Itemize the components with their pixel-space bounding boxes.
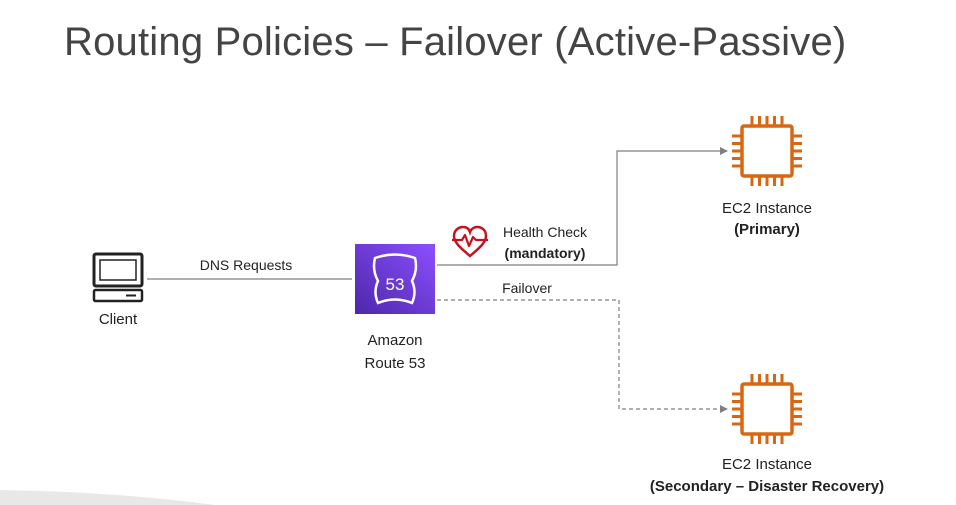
client-label: Client <box>98 311 138 328</box>
failover-connector <box>437 299 728 413</box>
route53-shield-icon: 53 <box>355 244 435 314</box>
primary-instance-role: (Primary) <box>734 221 800 238</box>
route53-label-line2: Route 53 <box>364 355 426 372</box>
dns-requests-label: DNS Requests <box>199 257 293 273</box>
route53-label: Amazon Route 53 <box>345 329 445 375</box>
primary-instance-name: EC2 Instance <box>721 200 813 217</box>
computer-monitor-icon <box>92 252 144 303</box>
secondary-instance-role: (Secondary – Disaster Recovery) <box>649 478 885 495</box>
slide-title: Routing Policies – Failover (Active-Pass… <box>64 20 847 64</box>
chip-icon-primary <box>730 114 804 188</box>
footer-swoosh <box>0 490 215 505</box>
heartbeat-icon <box>452 225 488 258</box>
failover-label: Failover <box>502 280 552 296</box>
route53-badge-text: 53 <box>386 275 405 294</box>
health-check-label: Health Check (mandatory) <box>492 222 598 264</box>
health-check-note: (mandatory) <box>504 245 586 261</box>
primary-connector <box>437 147 728 266</box>
secondary-instance-label: EC2 Instance (Secondary – Disaster Recov… <box>620 454 914 498</box>
chip-icon-secondary <box>730 372 804 446</box>
secondary-instance-name: EC2 Instance <box>721 456 813 473</box>
primary-instance-label: EC2 Instance (Primary) <box>697 198 837 240</box>
health-check-text: Health Check <box>502 224 588 240</box>
route53-label-line1: Amazon <box>367 332 423 349</box>
